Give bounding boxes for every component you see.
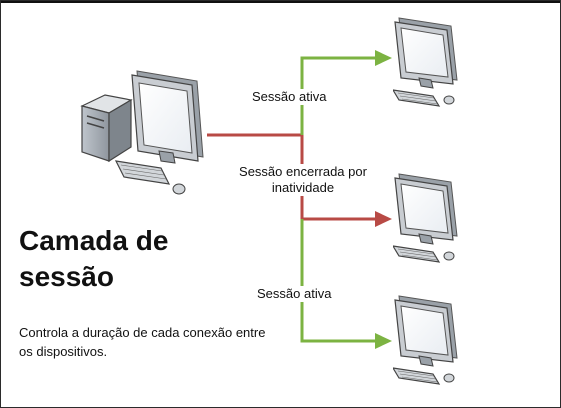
arrowhead-bottom xyxy=(375,333,392,349)
connection-label-bottom: Sessão ativa xyxy=(255,286,334,302)
monitor-icon xyxy=(393,295,458,385)
monitor-icon xyxy=(393,17,458,107)
title-line-2: sessão xyxy=(19,261,114,292)
diagram-title: Camada de sessão xyxy=(19,223,168,295)
connection-lines xyxy=(207,56,377,343)
monitor-icon xyxy=(393,173,458,263)
connection-label-middle: Sessão encerrada por inatividade xyxy=(229,164,377,196)
desktop-computer-icon xyxy=(80,70,204,195)
arrowhead-middle xyxy=(375,211,392,227)
connection-line-active-bottom xyxy=(300,219,377,343)
title-line-1: Camada de xyxy=(19,225,169,256)
diagram-description: Controla a duração de cada conexão entre… xyxy=(19,325,266,359)
connection-line-active-top xyxy=(300,56,377,135)
connection-label-top: Sessão ativa xyxy=(250,89,329,105)
arrowheads xyxy=(375,50,392,349)
arrowhead-top xyxy=(375,50,392,66)
